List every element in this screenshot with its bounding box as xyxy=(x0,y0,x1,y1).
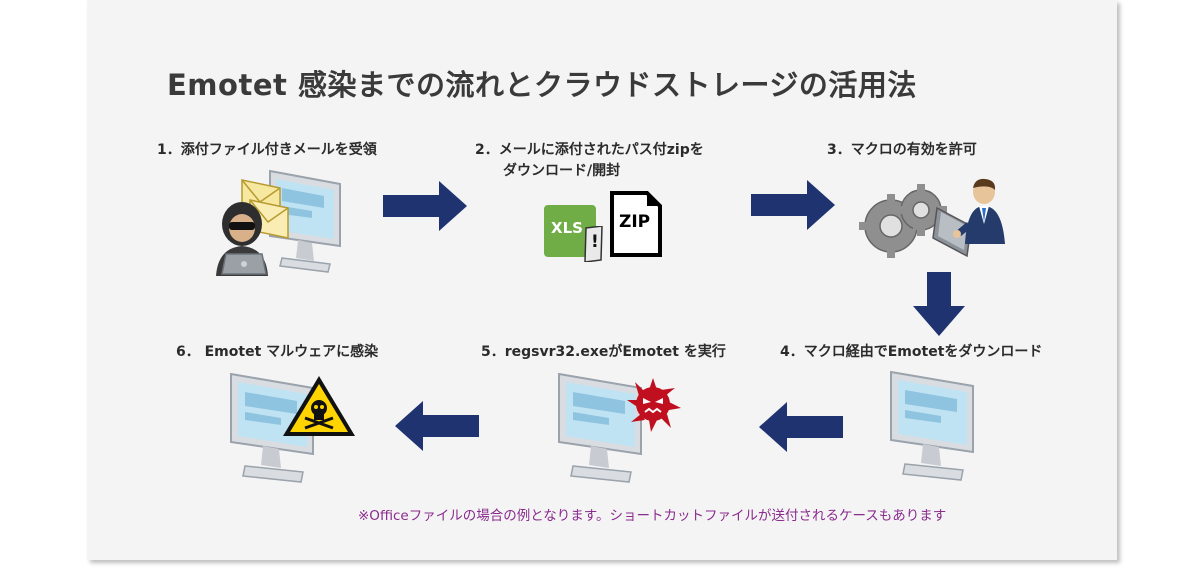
xls-text: XLS xyxy=(551,219,583,237)
step-2-label: 2．メールに添付されたパス付zipを ダウンロード/開封 xyxy=(475,140,704,182)
arrow-left-1 xyxy=(759,402,843,452)
step-2-label-line2: ダウンロード/開封 xyxy=(503,163,621,179)
arrow-right-1 xyxy=(383,181,467,231)
footnote: ※Officeファイルの場合の例となります。ショートカットファイルが送付されるケ… xyxy=(358,508,947,524)
zip-text: ZIP xyxy=(619,212,651,232)
step-4-label: 4．マクロ経由でEmotetをダウンロード xyxy=(780,344,1043,360)
arrow-down xyxy=(913,272,965,336)
zip-file-icon xyxy=(610,191,662,257)
computer-virus-icon xyxy=(558,372,681,483)
warning-skull-icon xyxy=(283,376,355,436)
hacker-computer-icon xyxy=(216,169,341,276)
computer-icon-step4 xyxy=(890,370,974,481)
gears-businessman-icon xyxy=(859,178,1005,258)
step-5-label: 5．regsvr32.exeがEmotet を実行 xyxy=(481,344,726,360)
arrow-left-2 xyxy=(395,401,479,451)
slide: Emotet 感染までの流れとクラウドストレージの活用法 1．添付ファイル付きメ… xyxy=(87,0,1117,560)
warning-mark: ! xyxy=(591,232,599,252)
step-6-label: 6． Emotet マルウェアに感染 xyxy=(176,344,379,360)
warning-doc-icon xyxy=(584,226,603,262)
step-2-label-line1: 2．メールに添付されたパス付zipを xyxy=(475,142,704,158)
page-title: Emotet 感染までの流れとクラウドストレージの活用法 xyxy=(167,68,917,102)
step-1-label: 1．添付ファイル付きメールを受領 xyxy=(157,142,377,158)
computer-infected-icon xyxy=(230,372,355,483)
arrow-right-2 xyxy=(751,180,835,230)
step-3-label: 3．マクロの有効を許可 xyxy=(827,142,977,158)
